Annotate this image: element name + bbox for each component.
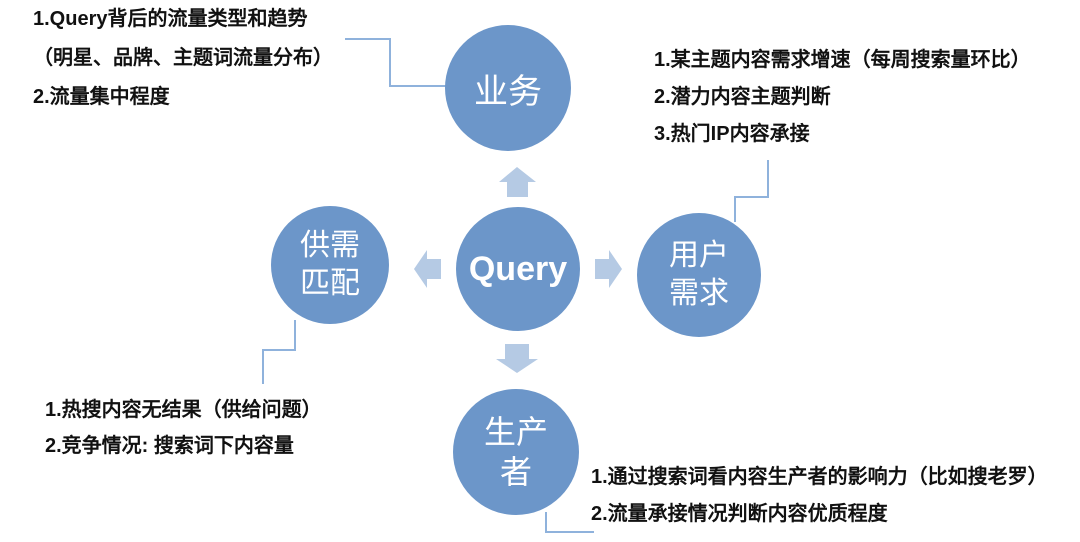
connector-topleft-to-business <box>345 38 446 87</box>
annotation-supply-match-notes: 1.热搜内容无结果（供给问题） 2.竞争情况: 搜索词下内容量 <box>45 392 322 464</box>
arrow-left-icon <box>414 250 441 288</box>
annotation-line: 3.热门IP内容承接 <box>654 123 810 145</box>
annotation-line: 2.流量承接情况判断内容优质程度 <box>591 503 888 525</box>
connector-topright-to-user-demand <box>734 160 769 222</box>
connector-supply-match-to-bottomleft <box>262 320 296 384</box>
arrow-up-icon <box>499 167 536 197</box>
annotation-line: 1.某主题内容需求增速（每周搜索量环比） <box>654 49 1031 71</box>
node-user-demand-label-line1: 用户 <box>669 239 729 272</box>
node-user-demand-label-line2: 需求 <box>669 277 729 310</box>
annotation-user-demand-notes: 1.某主题内容需求增速（每周搜索量环比） 2.潜力内容主题判断 3.热门IP内容… <box>654 42 1031 153</box>
annotation-line: 2.潜力内容主题判断 <box>654 86 831 108</box>
connector-producer-to-bottomright <box>545 512 594 533</box>
node-supply-match-label-line1: 供需 <box>300 229 360 262</box>
annotation-line: 1.通过搜索词看内容生产者的影响力（比如搜老罗） <box>591 466 1048 488</box>
annotation-line: 2.流量集中程度 <box>33 86 170 108</box>
annotation-producer-notes: 1.通过搜索词看内容生产者的影响力（比如搜老罗） 2.流量承接情况判断内容优质程… <box>591 459 1048 533</box>
annotation-business-notes: 1.Query背后的流量类型和趋势 （明星、品牌、主题词流量分布） 2.流量集中… <box>33 0 333 117</box>
annotation-line: （明星、品牌、主题词流量分布） <box>33 47 333 69</box>
arrow-down-icon <box>496 344 538 373</box>
node-business: 业务 <box>445 25 571 151</box>
node-supply-match: 供需 匹配 <box>271 206 389 324</box>
node-producer-label-line1: 生产 <box>483 414 548 450</box>
node-query-label: Query <box>468 249 568 288</box>
arrow-right-icon <box>595 250 622 288</box>
annotation-line: 1.Query背后的流量类型和趋势 <box>33 8 308 30</box>
node-producer: 生产 者 <box>453 389 579 515</box>
annotation-line: 1.热搜内容无结果（供给问题） <box>45 399 322 421</box>
node-supply-match-label-line2: 匹配 <box>300 267 360 300</box>
annotation-line: 2.竞争情况: 搜索词下内容量 <box>45 435 294 457</box>
node-business-label: 业务 <box>474 73 542 111</box>
node-query-center: Query <box>456 207 580 331</box>
node-user-demand: 用户 需求 <box>637 213 761 337</box>
node-producer-label-line2: 者 <box>499 454 532 490</box>
